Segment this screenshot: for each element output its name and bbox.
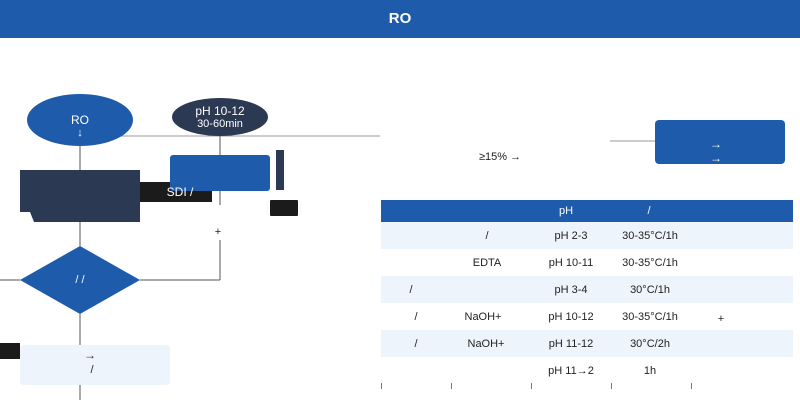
table-cell: pH 3-4 — [554, 284, 588, 296]
column-tick — [381, 383, 382, 389]
header-cell-temp: / — [647, 205, 651, 217]
result-box — [20, 345, 170, 385]
table-header: pH / — [381, 200, 793, 222]
page-title: RO — [388, 10, 412, 27]
side-bar — [276, 150, 284, 190]
table-cell: pH 10-12 — [548, 311, 594, 323]
table-row: pH 11→2 1h — [381, 357, 793, 384]
plus-label: + — [214, 226, 222, 238]
table-cell: pH 11-12 — [548, 338, 594, 350]
table-cell: 30°C/1h — [630, 284, 670, 296]
left-tab — [0, 343, 20, 359]
start-ellipse — [27, 94, 133, 146]
table-cell: pH 2-3 — [554, 230, 588, 242]
right-box-arrow2: → — [710, 151, 722, 165]
sdi-label: SDI / — [166, 185, 194, 199]
membrane-replace-box — [655, 120, 785, 164]
table-cell: pH 11→2 — [548, 365, 594, 377]
result-slash: / — [90, 364, 94, 376]
title-bar — [0, 0, 800, 38]
ph-condition-ellipse — [172, 98, 268, 136]
table-cell: 1h — [643, 365, 657, 377]
small-tag — [270, 200, 298, 216]
column-tick — [531, 383, 532, 389]
table-cell: 30-35°C/1h — [622, 311, 678, 323]
table-row: EDTA pH 10-11 30-35°C/1h — [381, 249, 793, 276]
right-box-arrow1: → — [710, 137, 722, 151]
table-cell: 30-35°C/1h — [622, 257, 678, 269]
start-label: RO — [71, 113, 89, 127]
column-tick — [611, 383, 612, 389]
decision-label: / / — [75, 274, 85, 286]
table-cell: + — [717, 313, 725, 325]
table-cell: EDTA — [472, 257, 502, 269]
table-cell: NaOH+ — [464, 311, 502, 323]
cleaning-process-box — [170, 155, 270, 191]
table-row: / pH 2-3 30-35°C/1h — [381, 222, 793, 249]
table-cell: pH 10-11 — [548, 257, 594, 269]
table-row: / NaOH+ pH 11-12 30°C/2h — [381, 330, 793, 357]
table-cell: / — [409, 284, 413, 296]
table-cell: 30°C/2h — [630, 338, 670, 350]
ph-condition-line1: pH 10-12 — [195, 104, 245, 118]
pretreatment-box — [20, 170, 140, 222]
table-cell: / — [485, 230, 489, 242]
header-cell-ph: pH — [558, 205, 574, 217]
start-arrow: ↓ — [77, 127, 83, 139]
threshold-label: ≥15% → — [478, 151, 522, 163]
column-tick — [691, 383, 692, 389]
table-row: / pH 3-4 30°C/1h — [381, 276, 793, 303]
table-cell: NaOH+ — [467, 338, 505, 350]
column-tick — [451, 383, 452, 389]
ph-condition-line2: 30-60min — [197, 118, 243, 130]
table-cell: / — [414, 338, 418, 350]
result-arrow: → — [84, 348, 96, 362]
decision-diamond — [20, 246, 140, 314]
table-row: / NaOH+ pH 10-12 30-35°C/1h + — [381, 303, 793, 330]
table-cell: / — [414, 311, 418, 323]
table-cell: 30-35°C/1h — [622, 230, 678, 242]
